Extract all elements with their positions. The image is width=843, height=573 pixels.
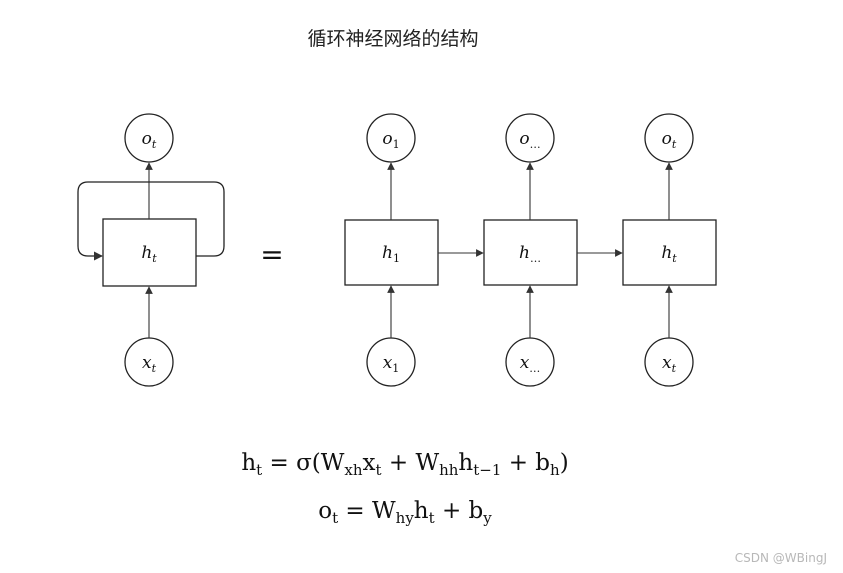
- hidden-node-t: [622, 219, 717, 286]
- output-equation: ot = Whyht + by: [220, 498, 590, 527]
- unrolled-step-t: ot ht xt: [622, 113, 717, 387]
- equation-subscript: t: [375, 461, 382, 479]
- equals-sign: =: [260, 238, 283, 271]
- equation-subscript: h: [550, 461, 560, 479]
- output-label-t: ot: [662, 129, 677, 151]
- equation-term: h: [241, 450, 257, 476]
- input-label-1: x1: [383, 353, 400, 375]
- folded-rnn: ot ht xt: [77, 113, 225, 387]
- equation-subscript: t: [256, 461, 263, 479]
- folded-input-label: xt: [142, 353, 157, 375]
- output-label-ellipsis: o…: [519, 129, 540, 151]
- folded-output-label: ot: [142, 129, 157, 151]
- output-node-1: [366, 113, 416, 163]
- equation-subscript: xh: [344, 461, 363, 479]
- equation-term: = σ(W: [262, 450, 345, 476]
- unrolled-step-1: o1 h1 x1: [344, 113, 439, 387]
- equation-term: x: [362, 450, 376, 476]
- equation-term: o: [318, 498, 333, 524]
- equation-subscript: t: [332, 509, 339, 527]
- input-label-t: xt: [662, 353, 677, 375]
- hidden-label-t: ht: [661, 243, 677, 265]
- hidden-label-ellipsis: h…: [519, 243, 541, 265]
- watermark: CSDN @WBingJ: [734, 551, 827, 565]
- equation-subscript: y: [483, 509, 492, 527]
- unrolled-step-ellipsis: o… h… x…: [483, 113, 578, 387]
- output-label-1: o1: [382, 129, 399, 151]
- equation-term: h: [458, 450, 474, 476]
- diagram-title: 循环神经网络的结构: [307, 28, 479, 50]
- output-node-t: [644, 113, 694, 163]
- equation-subscript: t: [428, 509, 435, 527]
- folded-output-node: [124, 113, 174, 163]
- hidden-state-equation: ht = σ(Wxhxt + Whhht−1 + bh): [220, 450, 590, 479]
- equation-subscript: hh: [439, 461, 459, 479]
- output-node-ellipsis: [505, 113, 555, 163]
- equation-term: + W: [381, 450, 440, 476]
- equation-term: = W: [338, 498, 396, 524]
- equation-subscript: t−1: [473, 461, 502, 479]
- hidden-label-1: h1: [382, 243, 400, 265]
- folded-hidden-node: [102, 218, 197, 287]
- equation-subscript: hy: [395, 509, 414, 527]
- equation-term: + b: [501, 450, 551, 476]
- equation-term: + b: [434, 498, 484, 524]
- folded-recurrent-loop-arrow: [77, 181, 225, 261]
- equation-term: ): [559, 450, 569, 476]
- input-label-ellipsis: x…: [520, 353, 541, 375]
- equation-term: h: [413, 498, 429, 524]
- folded-hidden-label: ht: [141, 243, 157, 265]
